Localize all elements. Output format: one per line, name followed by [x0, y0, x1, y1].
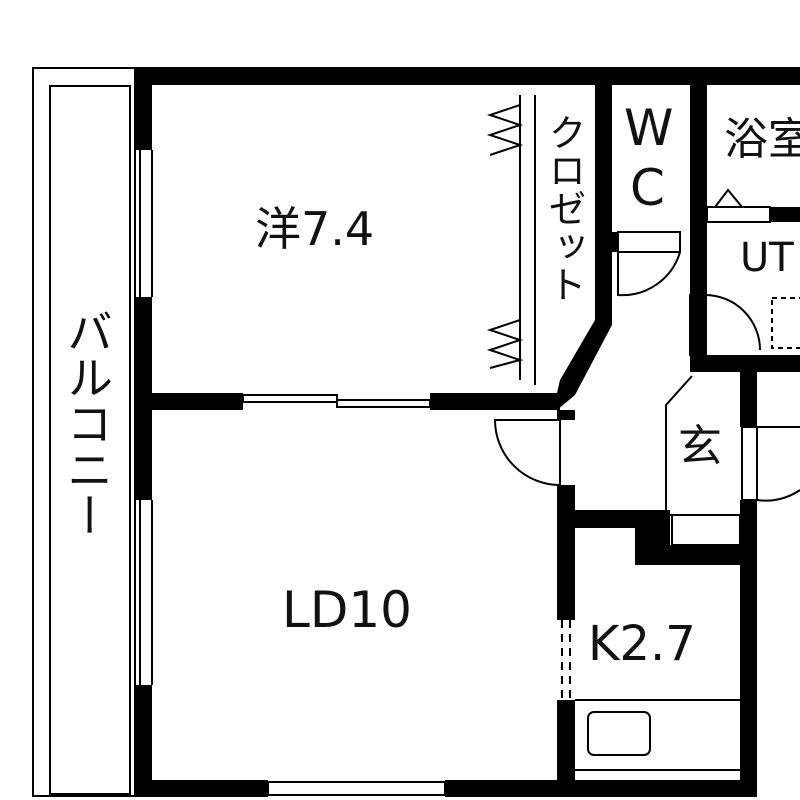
room-label-wc-w: W [624, 99, 674, 157]
walls [135, 67, 800, 797]
room-label-kitchen: K2.7 [588, 616, 696, 672]
room-label-living-dining: LD10 [282, 581, 412, 639]
room-label-wc-c: C [630, 159, 665, 217]
room-label-utility: UT [740, 235, 794, 281]
room-label-balcony: バルコニー [60, 308, 114, 538]
room-label-closet: クロゼット [542, 113, 586, 303]
balcony-inner [49, 85, 131, 795]
fixtures [139, 95, 800, 796]
room-label-entrance: 玄 [678, 421, 722, 472]
room-label-western: 洋7.4 [255, 202, 375, 256]
room-label-bath: 浴室 [724, 114, 800, 165]
